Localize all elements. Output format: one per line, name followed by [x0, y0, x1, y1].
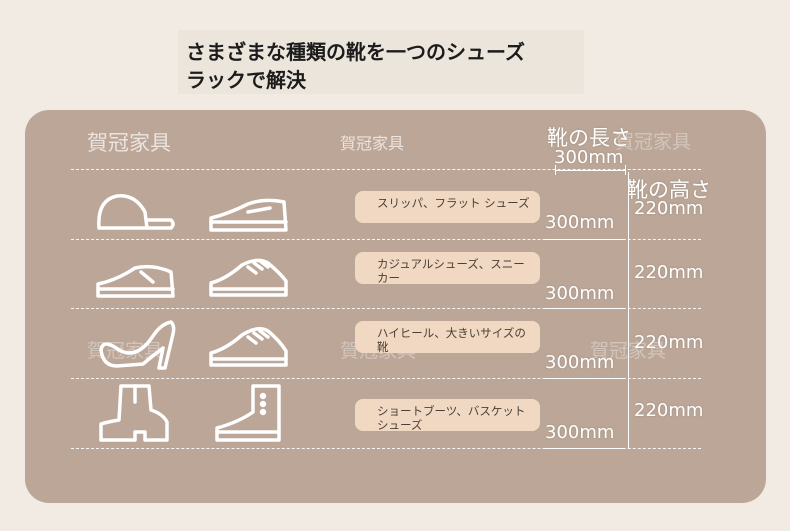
- shelf-line: [71, 239, 701, 240]
- category-label: ショートブーツ、バスケットシューズ: [355, 399, 540, 432]
- shelf-line: [71, 169, 701, 170]
- length-arrow: [545, 308, 625, 309]
- shelf-line: [71, 308, 701, 309]
- short-boot-icon: [99, 384, 169, 442]
- watermark: 賀冠家具: [615, 131, 692, 153]
- shoe-rack-panel: 賀冠家具 賀冠家具 賀冠家具 賀冠家具 賀冠家具 賀冠家具 靴の長さ 300mm…: [25, 110, 766, 503]
- length-arrow: [545, 448, 625, 449]
- length-arrow-tick: [625, 165, 626, 175]
- slipper-icon: [97, 194, 175, 230]
- watermark: 賀冠家具: [340, 134, 405, 153]
- category-label: カジュアルシューズ、スニーカー: [355, 252, 540, 285]
- length-arrow: [555, 170, 625, 171]
- flat-shoe-icon: [209, 198, 288, 232]
- length-arrow: [545, 378, 625, 379]
- large-sneaker-icon: [209, 327, 288, 367]
- height-value: 220mm: [634, 332, 704, 353]
- shelf-line: [71, 378, 701, 379]
- height-value: 220mm: [634, 400, 704, 421]
- shelf-line: [71, 448, 701, 449]
- length-arrow: [545, 239, 625, 240]
- category-label: ハイヒール、大きいサイズの靴: [355, 321, 540, 354]
- length-value: 300mm: [545, 422, 615, 443]
- length-value: 300mm: [545, 352, 615, 373]
- title-box: さまざまな種類の靴を一つのシューズ ラックで解決: [178, 30, 584, 94]
- basketball-shoe-icon: [215, 384, 281, 442]
- sneaker-icon: [209, 258, 288, 297]
- length-value: 300mm: [545, 212, 615, 233]
- shoe-length-value: 300mm: [554, 147, 624, 168]
- length-arrow-tick: [555, 165, 556, 175]
- shoe-height-heading: 靴の高さ: [627, 178, 711, 202]
- height-value: 220mm: [634, 198, 704, 219]
- shoe-length-heading: 靴の長さ: [547, 126, 631, 150]
- title-line-2: ラックで解決: [186, 68, 306, 92]
- high-heel-icon: [99, 320, 176, 370]
- watermark: 賀冠家具: [87, 131, 171, 155]
- length-value: 300mm: [545, 283, 615, 304]
- casual-shoe-icon: [96, 264, 175, 298]
- title-line-1: さまざまな種類の靴を一つのシューズ: [186, 40, 525, 64]
- height-value: 220mm: [634, 262, 704, 283]
- height-arrow-line: [628, 172, 629, 448]
- category-label: スリッパ、フラット シューズ: [355, 191, 540, 223]
